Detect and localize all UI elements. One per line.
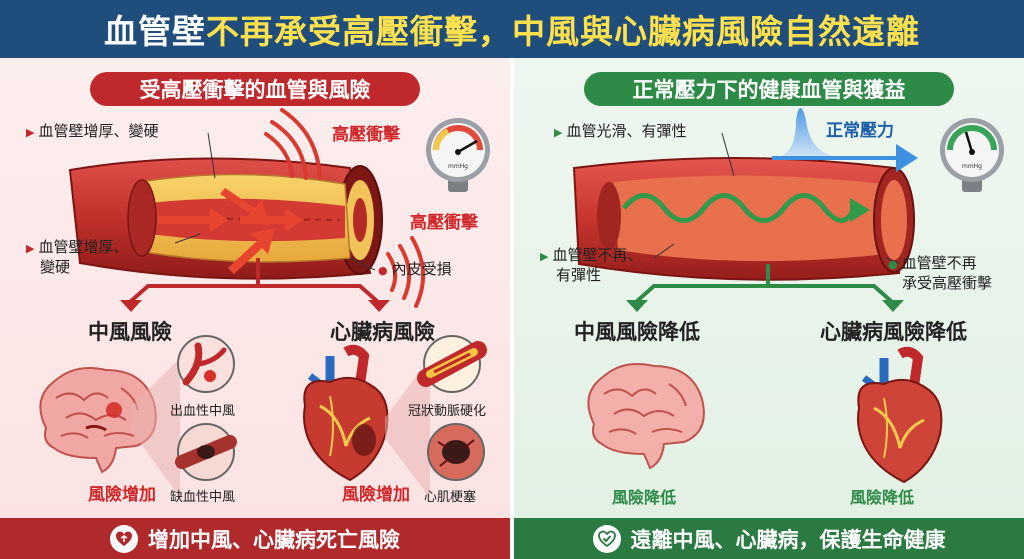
infarction-label: 心肌梗塞 — [424, 490, 477, 505]
alert-heart-icon — [110, 524, 138, 553]
left-footer-text: 增加中風、心臟病死亡風險 — [148, 527, 400, 552]
left-label-endothelium: ●內皮受損 — [378, 260, 452, 278]
right-pill-title: 正常壓力下的健康血管與獲益 — [584, 72, 954, 106]
right-label-mid-2: 有彈性 — [556, 266, 602, 284]
normal-pressure-label: 正常壓力 — [826, 121, 894, 141]
panel-divider — [510, 58, 514, 559]
page-title: 血管壁不再承受高壓衝擊，中風與心臟病風險自然遠離 — [104, 5, 920, 53]
title-part-1: 血管壁 — [104, 12, 206, 51]
right-risk-down-1: 風險降低 — [612, 488, 677, 507]
pressure-arrow-icon — [158, 188, 303, 274]
ischemic-circle-icon — [175, 423, 237, 481]
right-label-right: ●血管壁不再 — [888, 254, 977, 272]
right-heart-heading: 心臟病風險降低 — [820, 320, 967, 344]
left-label-pressure-1: 高壓衝擊 — [332, 125, 400, 145]
right-footer-bar: 遠離中風、心臟病，保護生命健康 — [514, 518, 1024, 559]
left-label-pressure-2: 高壓衝擊 — [410, 213, 478, 233]
header-bar: 血管壁不再承受高壓衝擊，中風與心臟病風險自然遠離 — [0, 0, 1024, 58]
damaged-heart-icon — [303, 344, 389, 482]
blood-flow-arrow-icon — [622, 193, 857, 223]
right-panel-normal-pressure: 正常壓力下的健康血管與獲益 — [514, 58, 1024, 518]
healthy-vessel-illustration — [572, 108, 918, 312]
damaged-vessel-illustration — [68, 108, 426, 312]
gauge-unit-left: mmHg — [448, 163, 468, 170]
ischemic-stroke-label: 缺血性中風 — [170, 490, 236, 505]
green-branch-arrows-icon — [634, 264, 894, 304]
shock-wave-icon — [264, 108, 426, 308]
left-label-top: ▶血管壁增厚、變硬 — [26, 122, 159, 140]
zoom-lines-heart — [385, 358, 430, 498]
left-risk-up-2: 風險增加 — [342, 485, 410, 505]
right-label-mid: ▶血管壁不再、 — [540, 246, 643, 264]
title-part-3: 中風與心臟病風險自然遠離 — [512, 12, 920, 51]
left-stroke-heading: 中風風險 — [88, 320, 172, 344]
title-part-2: 不再承受高壓衝擊， — [206, 12, 512, 51]
right-stroke-heading: 中風風險降低 — [574, 320, 700, 344]
right-label-right-2: 承受高壓衝擊 — [902, 274, 993, 292]
normal-pressure-gauge-icon: mmHg — [940, 118, 1004, 192]
left-label-mid-2: 變硬 — [40, 258, 71, 276]
right-risk-down-2: 風險降低 — [850, 488, 915, 507]
healthy-brain-icon — [587, 363, 705, 470]
hemorrhage-circle-icon — [177, 335, 235, 393]
check-heart-icon — [592, 524, 621, 553]
left-heart-heading: 心臟病風險 — [330, 320, 435, 344]
left-label-mid: ▶血管壁增厚、 — [26, 238, 129, 256]
right-footer-text: 遠離中風、心臟病，保護生命健康 — [630, 527, 946, 552]
coronary-circle-icon — [417, 335, 487, 393]
hemorrhagic-stroke-label: 出血性中風 — [170, 404, 236, 419]
normal-pressure-wave-icon — [772, 108, 918, 172]
healthy-heart-icon — [857, 346, 943, 484]
infarction-circle-icon — [427, 423, 485, 481]
branch-arrows-icon — [128, 258, 380, 304]
left-risk-up-1: 風險增加 — [88, 485, 156, 505]
left-pill-title: 受高壓衝擊的血管與風險 — [90, 72, 420, 106]
high-pressure-gauge-icon: mmHg — [426, 118, 490, 192]
left-panel-high-pressure: 受高壓衝擊的血管與風險 — [0, 58, 510, 518]
right-label-top: ▶血管光滑、有彈性 — [554, 122, 687, 140]
left-footer-bar: 增加中風、心臟病死亡風險 — [0, 518, 510, 559]
coronary-label: 冠狀動脈硬化 — [408, 404, 487, 419]
zoom-lines-brain — [130, 358, 180, 498]
gauge-unit-right: mmHg — [962, 163, 982, 170]
